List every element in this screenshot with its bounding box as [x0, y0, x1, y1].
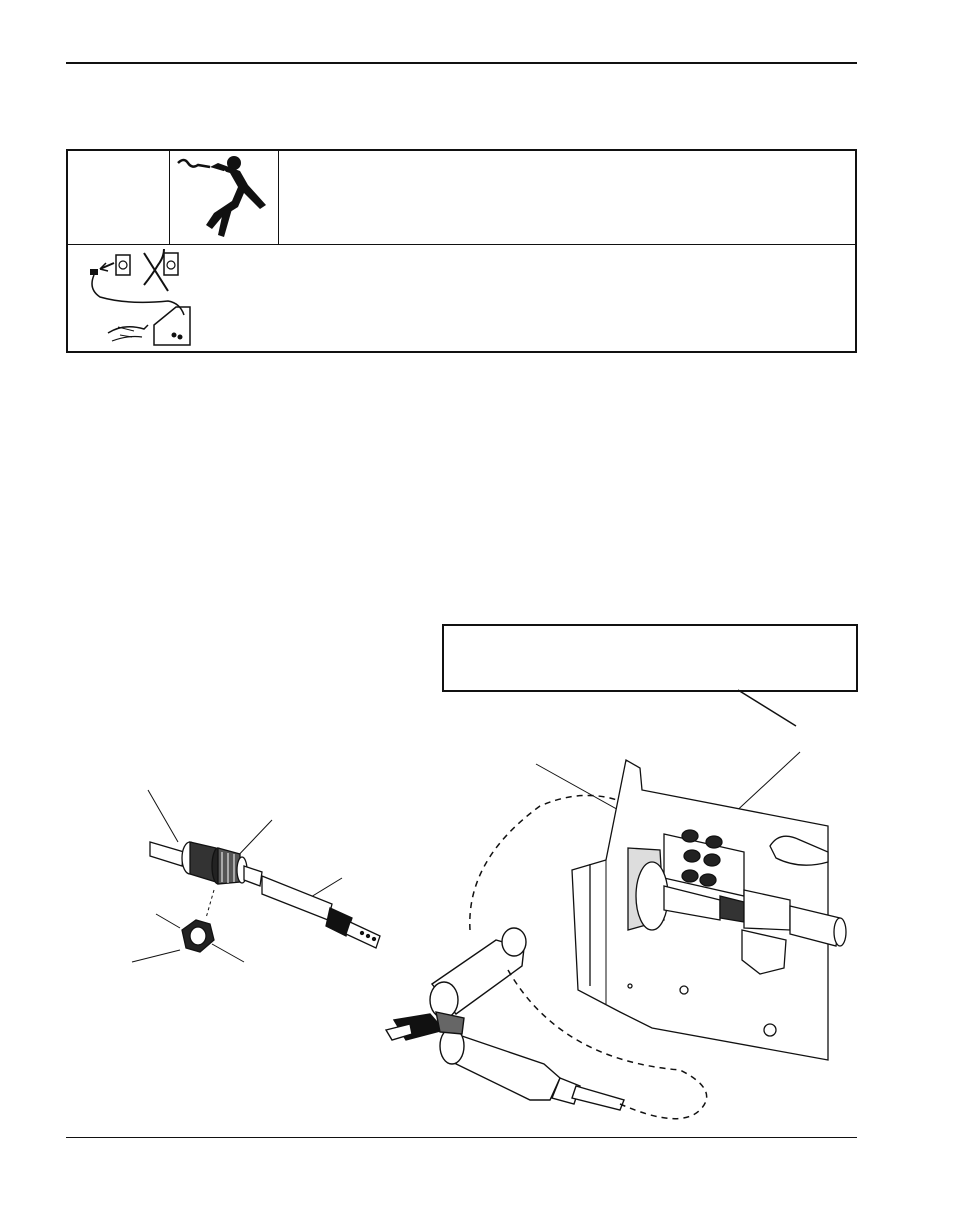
header-rule	[66, 62, 857, 64]
footer-rule	[66, 1137, 857, 1138]
warning-header-row	[68, 151, 855, 245]
callout-box	[442, 624, 858, 692]
electric-shock-icon	[177, 156, 266, 237]
disconnect-power-icon	[90, 248, 191, 346]
lock-nut-icon	[131, 913, 245, 963]
cable-gland-icon	[147, 789, 381, 949]
warning-box	[66, 149, 857, 353]
terminal-block-icon	[535, 751, 847, 1061]
warning-label-cell	[68, 151, 170, 244]
warning-body-row	[68, 245, 855, 351]
crimp-tool-icon	[384, 927, 625, 1111]
warning-icon-cell	[170, 151, 279, 244]
